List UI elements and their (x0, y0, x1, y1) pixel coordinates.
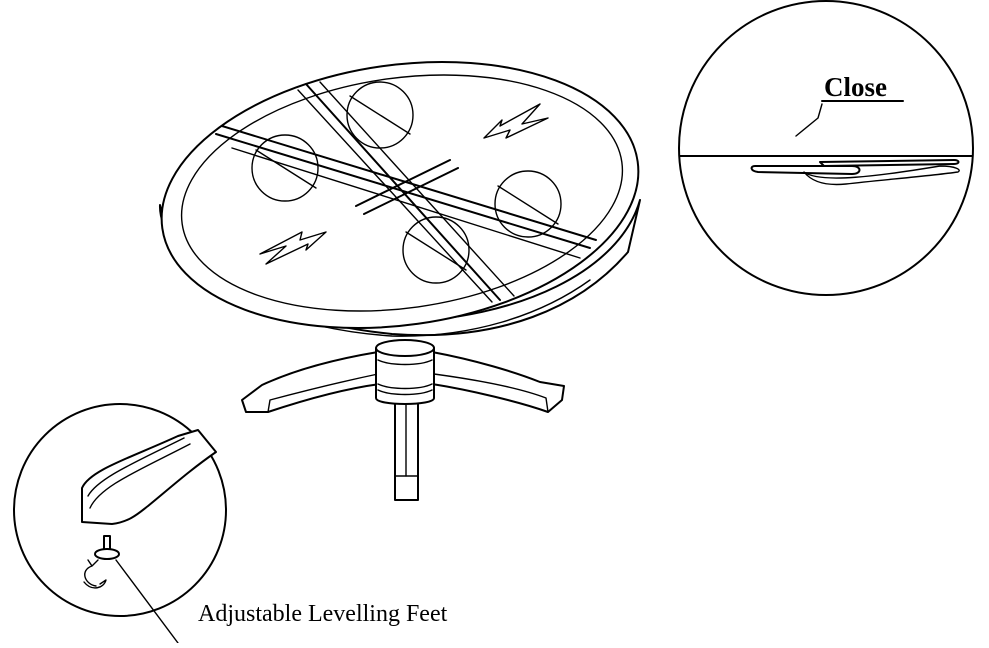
close-label: Close (824, 72, 887, 102)
table-top (158, 61, 641, 337)
feet-detail-callout (13, 403, 227, 644)
pedestal-column (375, 339, 435, 405)
push-arrow-icon (483, 103, 549, 139)
push-arrow-icon (259, 231, 327, 265)
slide-mechanism-circles (251, 81, 562, 284)
close-detail-callout: Close (678, 0, 974, 296)
feet-label: Adjustable Levelling Feet (198, 601, 448, 627)
table-illustration (158, 61, 641, 501)
rotate-icon (83, 559, 107, 589)
